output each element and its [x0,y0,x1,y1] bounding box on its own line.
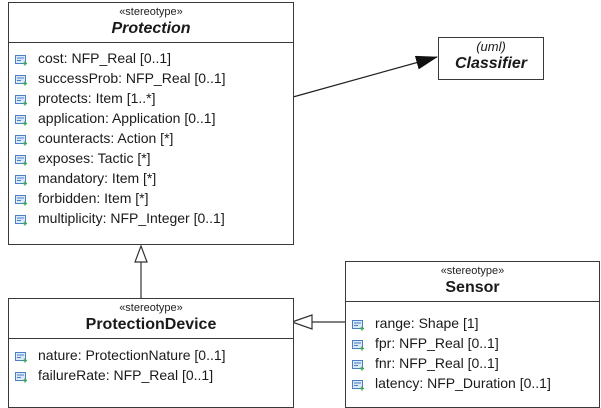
hollow-triangle-arrowhead [134,244,148,263]
attribute-label: range: Shape [1] [375,315,479,331]
attribute-row[interactable]: protects: Item [1..*] [9,88,293,108]
hollow-triangle-arrowhead [290,314,313,330]
attribute-row[interactable]: cost: NFP_Real [0..1] [9,48,293,68]
attribute-label: fpr: NFP_Real [0..1] [375,335,499,351]
sensor-stereotype: «stereotype» [440,265,505,277]
attribute-row[interactable]: fnr: NFP_Real [0..1] [346,353,599,373]
attribute-icon [352,318,365,330]
protection-device-name: ProtectionDevice [85,316,217,333]
attribute-row[interactable]: latency: NFP_Duration [0..1] [346,373,599,393]
protection-name: Protection [111,20,191,37]
attribute-row[interactable]: application: Application [0..1] [9,108,293,128]
attribute-icon [15,153,28,165]
attribute-icon [15,133,28,145]
attribute-label: fnr: NFP_Real [0..1] [375,355,499,371]
protection-attributes: cost: NFP_Real [0..1] successProb: NFP_R… [9,43,293,228]
protection-stereotype: «stereotype» [119,6,183,18]
attribute-row[interactable]: successProb: NFP_Real [0..1] [9,68,293,88]
attribute-row[interactable]: mandatory: Item [*] [9,168,293,188]
attribute-label: protects: Item [1..*] [38,90,156,106]
classifier-stereotype: (uml) [476,39,506,54]
attribute-icon [15,350,28,362]
sensor-class[interactable]: «stereotype» Sensor range: Shape [1] fpr… [345,261,600,408]
attribute-label: successProb: NFP_Real [0..1] [38,70,226,86]
attribute-icon [15,193,28,205]
attribute-icon [15,370,28,382]
attribute-icon [15,93,28,105]
attribute-label: forbidden: Item [*] [38,190,149,206]
attribute-icon [352,338,365,350]
attribute-icon [352,378,365,390]
attribute-label: cost: NFP_Real [0..1] [38,50,172,66]
attribute-icon [352,358,365,370]
protection-device-attributes: nature: ProtectionNature [0..1] failureR… [9,339,293,385]
attribute-label: application: Application [0..1] [38,110,216,126]
generalization-sensor-to-device [290,314,345,330]
protection-class[interactable]: «stereotype» Protection cost: NFP_Real [… [8,2,294,245]
attribute-icon [15,73,28,85]
protection-device-stereotype: «stereotype» [119,302,183,314]
attribute-label: mandatory: Item [*] [38,170,157,186]
protection-device-class[interactable]: «stereotype» ProtectionDevice nature: Pr… [8,298,294,408]
attribute-icon [15,173,28,185]
sensor-attributes: range: Shape [1] fpr: NFP_Real [0..1] fn… [346,302,599,393]
protection-device-header: «stereotype» ProtectionDevice [9,299,293,339]
attribute-icon [15,53,28,65]
sensor-name: Sensor [445,279,500,296]
classifier-name: Classifier [454,55,528,72]
attribute-label: counteracts: Action [*] [38,130,174,146]
attribute-row[interactable]: multiplicity: NFP_Integer [0..1] [9,208,293,228]
attribute-row[interactable]: counteracts: Action [*] [9,128,293,148]
attribute-row[interactable]: fpr: NFP_Real [0..1] [346,333,599,353]
attribute-icon [15,213,28,225]
sensor-header: «stereotype» Sensor [346,262,599,302]
classifier-metaclass[interactable]: (uml) Classifier [438,37,544,80]
extension-connector [292,55,438,98]
attribute-label: latency: NFP_Duration [0..1] [375,375,551,391]
attribute-icon [15,113,28,125]
connectors [134,55,438,330]
attribute-row[interactable]: forbidden: Item [*] [9,188,293,208]
classifier-header: (uml) Classifier [439,38,543,74]
attribute-row[interactable]: failureRate: NFP_Real [0..1] [9,365,293,385]
attribute-label: exposes: Tactic [*] [38,150,151,166]
attribute-row[interactable]: exposes: Tactic [*] [9,148,293,168]
attribute-label: multiplicity: NFP_Integer [0..1] [38,210,225,226]
attribute-label: nature: ProtectionNature [0..1] [38,347,226,363]
protection-header: «stereotype» Protection [9,3,293,43]
attribute-label: failureRate: NFP_Real [0..1] [38,367,214,383]
generalization-device-to-protection [134,244,148,298]
attribute-row[interactable]: nature: ProtectionNature [0..1] [9,345,293,365]
attribute-row[interactable]: range: Shape [1] [346,313,599,333]
